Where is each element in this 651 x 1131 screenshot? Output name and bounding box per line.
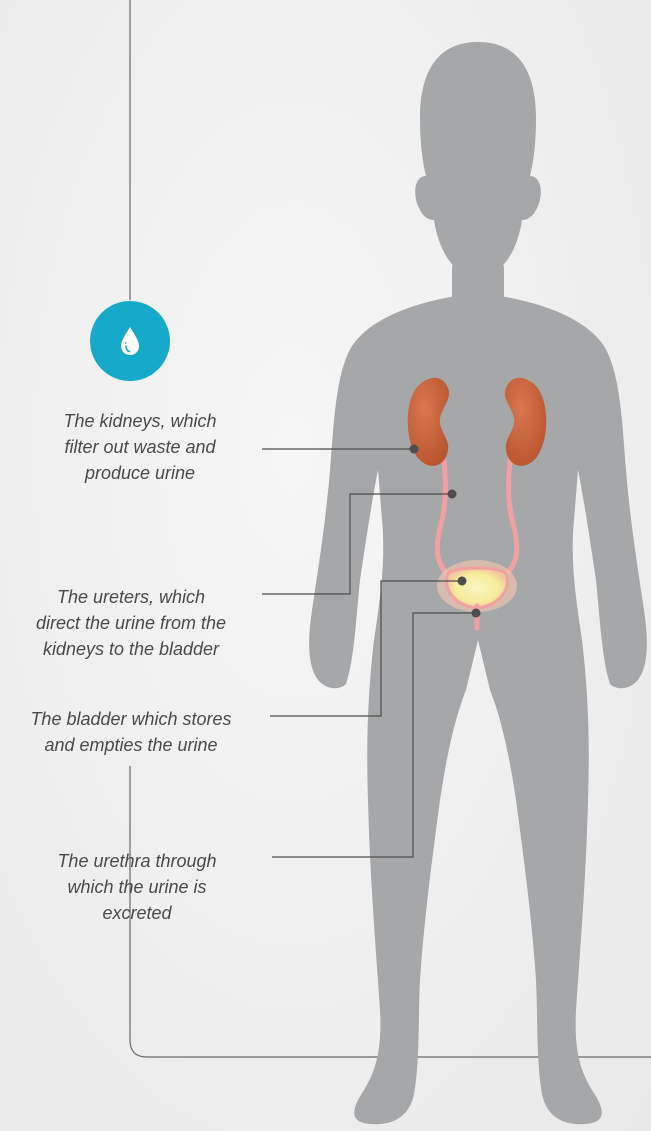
pointer-dot-ureters <box>448 490 457 499</box>
water-drop-icon <box>90 301 170 381</box>
pointer-dot-kidneys <box>410 445 419 454</box>
pointer-dot-urethra <box>472 609 481 618</box>
label-kidneys: The kidneys, which filter out waste and … <box>10 408 270 486</box>
label-urethra: The urethra through which the urine is e… <box>10 848 264 926</box>
label-bladder: The bladder which stores and empties the… <box>0 706 262 758</box>
label-ureters: The ureters, which direct the urine from… <box>0 584 262 662</box>
pointer-dot-bladder <box>458 577 467 586</box>
